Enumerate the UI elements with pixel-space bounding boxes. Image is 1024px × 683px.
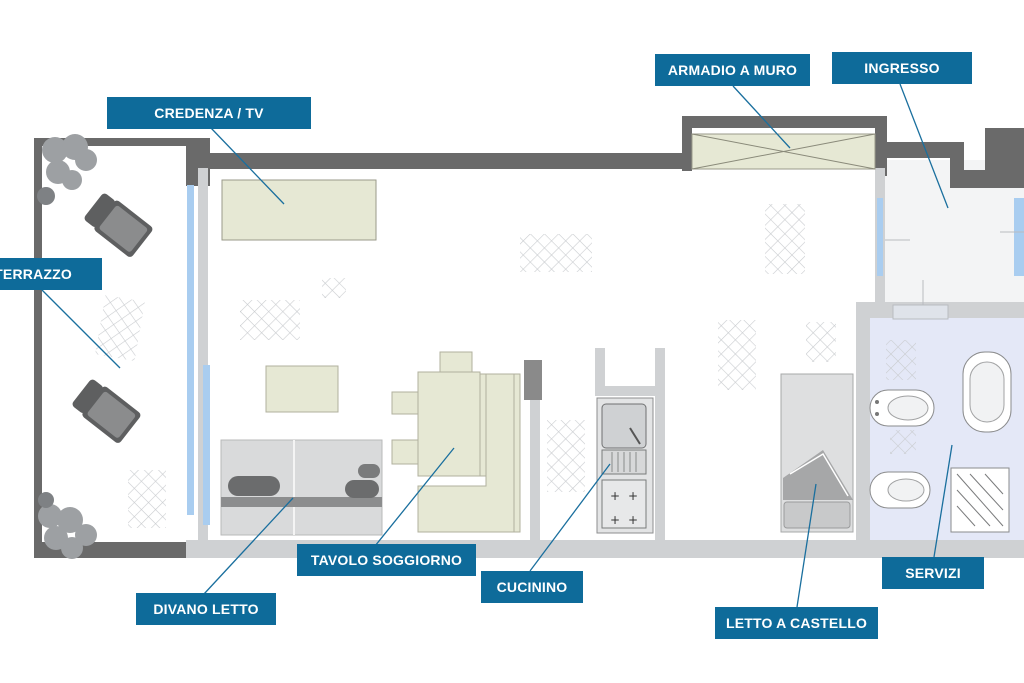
shower-icon (950, 467, 1010, 533)
walls (34, 116, 1024, 558)
kitchen-partition (524, 360, 542, 400)
windows (187, 185, 1024, 525)
bathtub-icon (962, 351, 1012, 433)
svg-text:+: + (628, 489, 638, 503)
stove-icon (601, 479, 647, 529)
entrance-door (885, 231, 1024, 320)
plant-icon (38, 492, 97, 559)
label-ingresso: INGRESSO (832, 52, 972, 84)
label-credenza-tv: CREDENZA / TV (107, 97, 311, 129)
label-terrazzo: TERRAZZO (0, 258, 102, 290)
label-servizi: SERVIZI (882, 557, 984, 589)
label-armadio-a-muro: ARMADIO A MURO (655, 54, 810, 86)
toilet-icon (869, 471, 931, 509)
sofa-bed (220, 439, 383, 536)
label-divano-letto: DIVANO LETTO (136, 593, 276, 625)
svg-text:+: + (610, 489, 620, 503)
svg-text:+: + (610, 513, 620, 527)
svg-text:+: + (628, 513, 638, 527)
plant-icon (37, 134, 97, 205)
coffee-table (265, 365, 339, 413)
label-letto-a-castello: LETTO A CASTELLO (715, 607, 878, 639)
kitchenette: + + + + (596, 397, 654, 534)
bunk-bed (780, 373, 854, 533)
label-terrazzo-text: TERRAZZO (0, 266, 72, 282)
label-tavolo-soggiorno: TAVOLO SOGGIORNO (297, 544, 476, 576)
lounge-chair-icon (84, 193, 153, 257)
leader-lines (41, 83, 953, 608)
credenza-tv (221, 179, 377, 241)
bidet-icon (869, 389, 935, 427)
corner-bench (417, 373, 521, 533)
floor-hatch (95, 204, 916, 528)
lounge-chair-icon (72, 379, 141, 443)
label-cucinino: CUCININO (481, 571, 583, 603)
wardrobe (691, 133, 876, 170)
